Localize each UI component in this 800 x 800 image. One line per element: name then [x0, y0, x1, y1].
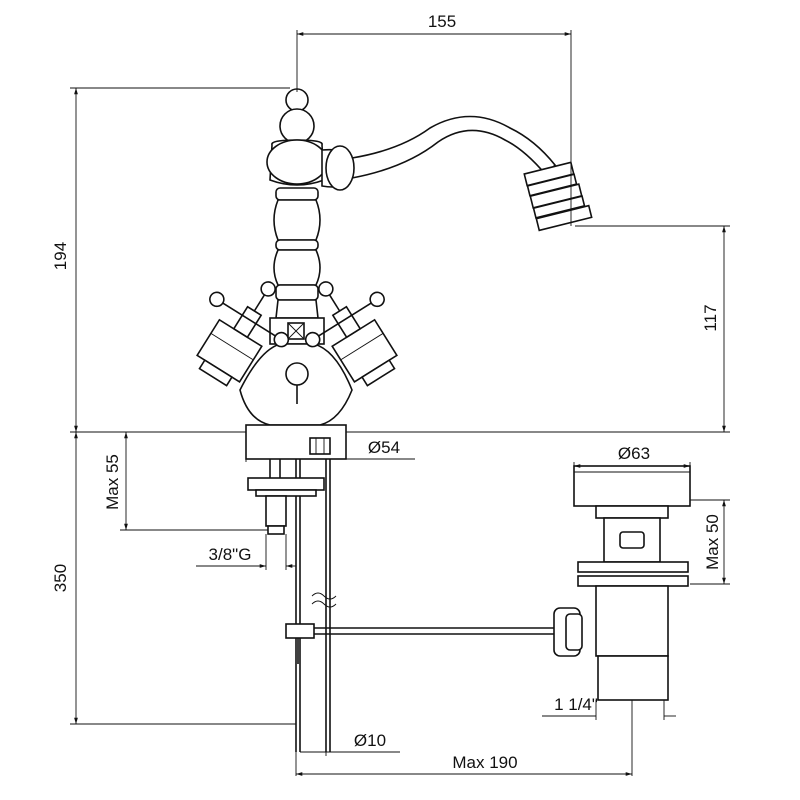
- base-and-fixings: [245, 424, 347, 752]
- dimension-350-label: 350: [51, 564, 70, 592]
- dimension-dia-63-label: Ø63: [618, 444, 650, 463]
- left-cross-handle: [196, 281, 290, 387]
- right-cross-handle: [304, 281, 398, 387]
- faucet-body: [239, 88, 353, 426]
- dimension-lines: [70, 30, 730, 776]
- dimension-thread-3-8-label: 3/8"G: [209, 545, 252, 564]
- dimension-155-label: 155: [428, 12, 456, 31]
- dimension-117-label: 117: [701, 304, 720, 331]
- dimension-dia-10-label: Ø10: [354, 731, 386, 750]
- dimension-max-50-label: Max 50: [703, 514, 722, 570]
- dimension-max-190-label: Max 190: [452, 753, 517, 772]
- dimension-max-55-label: Max 55: [103, 454, 122, 510]
- dimension-194-label: 194: [51, 242, 70, 270]
- dimension-dia-54-label: Ø54: [368, 438, 400, 457]
- dimension-1-1-4-label: 1 1/4": [554, 695, 598, 714]
- spout: [321, 115, 593, 232]
- popup-waste: [314, 465, 691, 701]
